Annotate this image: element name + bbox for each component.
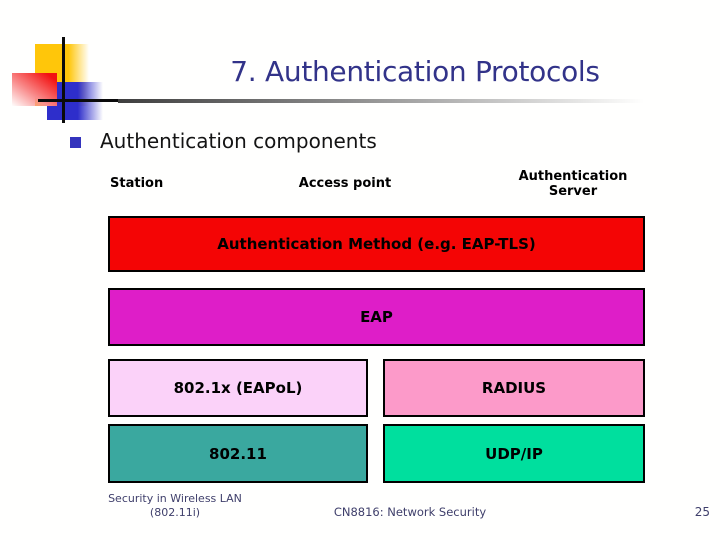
footer-page-number: 25 [694,505,710,519]
decor-horizontal-line [38,99,120,102]
box-802-1x-eapol-label: 802.1x (EAPoL) [173,379,303,397]
box-udp-ip-label: UDP/IP [485,444,543,463]
box-802-11: 802.11 [108,424,368,483]
box-authentication-method-label: Authentication Method (e.g. EAP-TLS) [217,235,536,253]
page-title: 7. Authentication Protocols [230,55,600,88]
footer-course-title-line1: Security in Wireless LAN [108,492,242,505]
box-eap-label: EAP [360,308,393,326]
bullet-square-icon [70,137,81,148]
column-label-station: Station [110,176,164,191]
column-label-access-point: Access point [298,176,392,191]
box-radius-label: RADIUS [481,379,547,397]
bullet-text: Authentication components [100,129,377,153]
footer-course-title: Security in Wireless LAN (802.11i) [90,492,260,520]
decor-vertical-line [62,37,65,123]
column-label-authentication-server: Authentication Server [518,169,628,199]
box-eap: EAP [108,288,645,346]
box-802-11-label: 802.11 [209,444,267,463]
title-underline-rule [118,99,690,103]
box-authentication-method: Authentication Method (e.g. EAP-TLS) [108,216,645,272]
box-radius: RADIUS [383,359,645,417]
box-udp-ip: UDP/IP [383,424,645,483]
footer-course-code: CN8816: Network Security [333,505,487,519]
box-802-1x-eapol: 802.1x (EAPoL) [108,359,368,417]
footer-course-title-line2: (802.11i) [149,506,201,519]
